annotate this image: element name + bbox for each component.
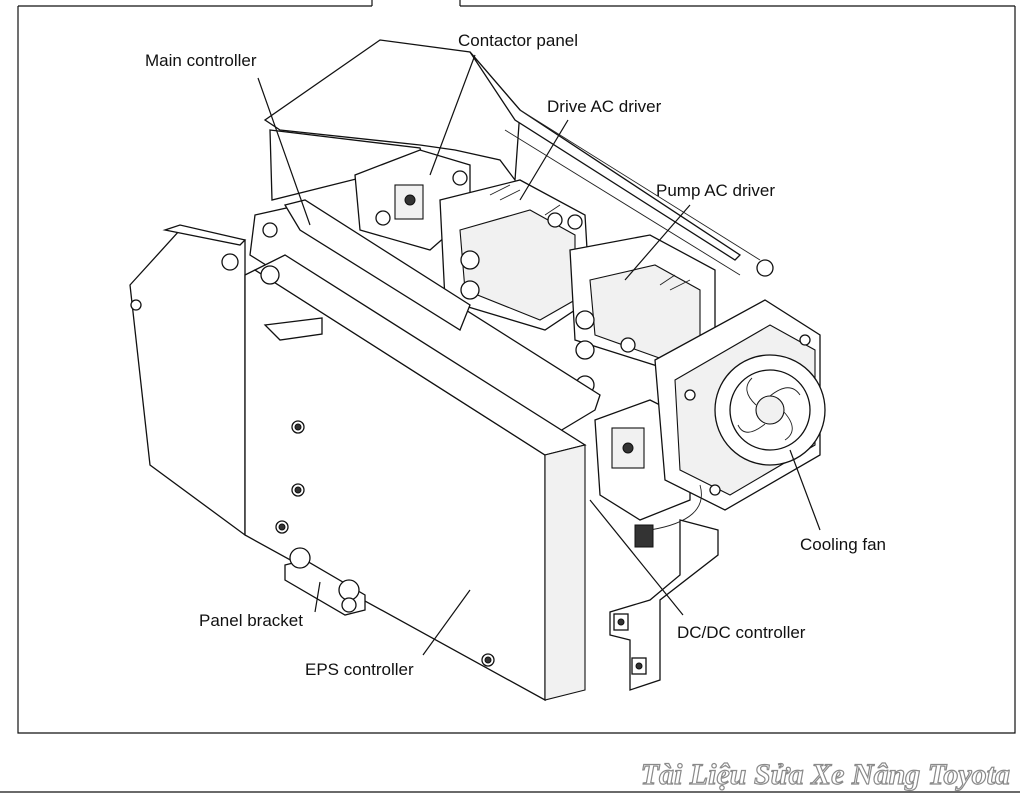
rear-chassis [263, 39, 761, 276]
label-drive-ac-driver: Drive AC driver [547, 97, 662, 116]
leader-lines [257, 54, 821, 656]
label-panel-bracket: Panel bracket [199, 611, 303, 630]
label-dc-dc-controller: DC/DC controller [677, 623, 806, 642]
eps-controller-part [129, 224, 587, 702]
label-main-controller: Main controller [145, 51, 257, 70]
cooling-fan-part [634, 259, 826, 548]
mounting-bracket [609, 519, 719, 691]
label-eps-controller: EPS controller [305, 660, 414, 679]
panel-bracket-part [284, 547, 366, 616]
pump-ac-driver-part [569, 234, 716, 415]
drive-ac-driver-part [439, 179, 591, 331]
watermark-text: Tài Liệu Sửa Xe Nâng Toyota [641, 758, 1010, 791]
label-pump-ac-driver: Pump AC driver [656, 181, 775, 200]
label-contactor-panel: Contactor panel [458, 31, 578, 50]
label-cooling-fan: Cooling fan [800, 535, 886, 554]
